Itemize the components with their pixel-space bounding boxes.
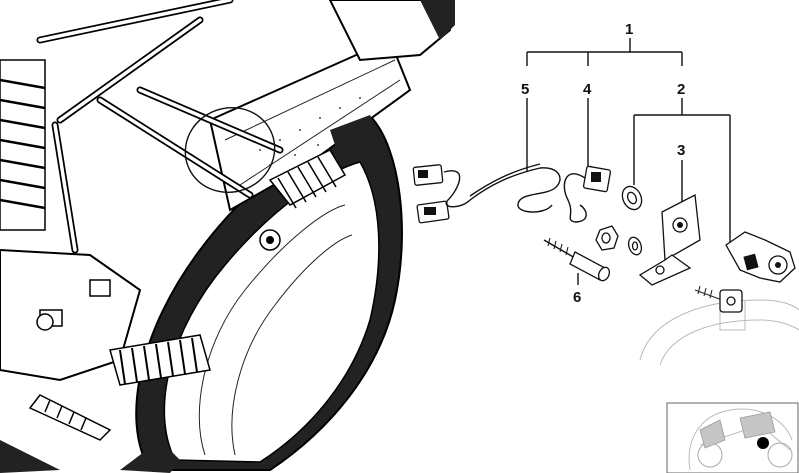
rear-wheel-rim (163, 161, 380, 463)
callout-5: 5 (521, 81, 529, 98)
locator-thumbnail (666, 402, 799, 473)
parts-group (412, 38, 799, 366)
callout-6: 6 (573, 289, 581, 306)
mounting-context (639, 285, 799, 366)
part-4-sensor (563, 165, 612, 223)
callout-2: 2 (677, 81, 685, 98)
part-2-components (595, 185, 796, 283)
callout-labels: 1 2 3 4 5 6 (521, 21, 685, 306)
rider-footrest (109, 334, 211, 386)
callout-4: 4 (583, 81, 592, 98)
shock-absorber (0, 59, 46, 231)
part-5-wiring-harness (412, 163, 561, 224)
footrest-rubber (259, 115, 385, 251)
callout-3: 3 (677, 142, 685, 159)
motorcycle-rear-illustration (0, 0, 455, 473)
location-dot-icon (757, 437, 769, 449)
part-6-screw (543, 237, 611, 282)
callout-1: 1 (625, 21, 633, 38)
callout-bracket-1 (526, 38, 683, 66)
part-3-bracket-plate (638, 193, 701, 286)
